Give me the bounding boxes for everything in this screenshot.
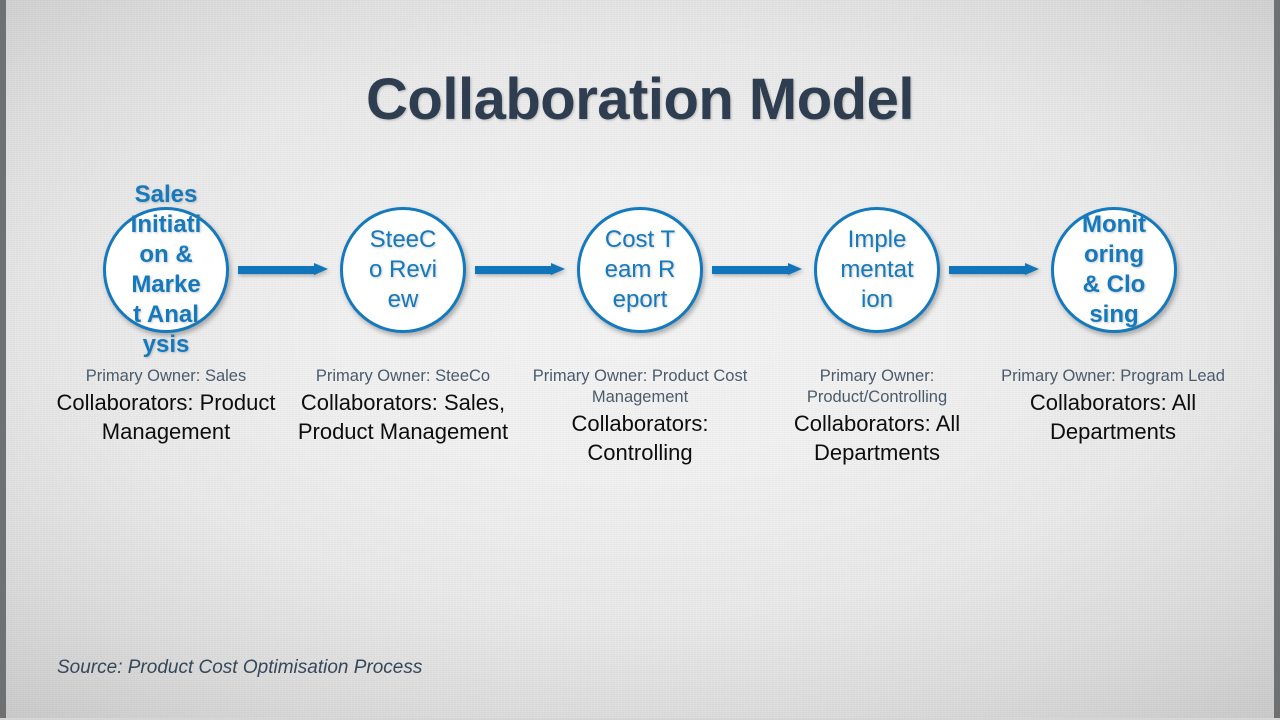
arrow-right-icon-3	[712, 263, 802, 276]
caption-2: Primary Owner: SteeCo Collaborators: Sal…	[283, 366, 523, 446]
collaborators-5: Collaborators: All Departments	[1029, 390, 1197, 444]
flow-circle-5	[1051, 207, 1177, 333]
flow-circle-4	[814, 207, 940, 333]
arrow-right-icon-1	[238, 263, 328, 276]
flow-node-4[interactable]: Implementation	[814, 207, 940, 333]
flow-circle-2	[340, 207, 466, 333]
slide-left-border	[0, 0, 6, 720]
caption-1: Primary Owner: Sales Collaborators: Prod…	[46, 366, 286, 446]
caption-5: Primary Owner: Program Lead Collaborator…	[993, 366, 1233, 446]
flow-node-5[interactable]: Monitoring & Closing	[1051, 207, 1177, 333]
slide-right-border	[1274, 0, 1280, 720]
primary-owner-5: Primary Owner: Program Lead	[1001, 367, 1225, 385]
source-note: Source: Product Cost Optimisation Proces…	[57, 657, 423, 678]
flow-node-1[interactable]: Sales Initiation & Market Analysis	[103, 181, 229, 358]
primary-owner-4: Primary Owner: Product/Controlling	[806, 367, 948, 406]
process-flow-diagram: Sales Initiation & Market Analysis SteeC…	[0, 181, 1280, 358]
flow-node-3[interactable]: Cost Team Report	[577, 207, 703, 333]
page-title: Collaboration Model	[366, 67, 914, 132]
collaborators-1: Collaborators: Product Management	[56, 390, 276, 444]
flow-node-2[interactable]: SteeCo Review	[340, 207, 466, 333]
primary-owner-3: Primary Owner: Product Cost Management	[532, 367, 748, 406]
collaborators-3: Collaborators: Controlling	[571, 411, 709, 465]
caption-4: Primary Owner: Product/Controlling Colla…	[757, 366, 997, 467]
collaborators-4: Collaborators: All Departments	[793, 411, 961, 465]
arrow-right-icon-4	[949, 263, 1039, 276]
flow-circle-3	[577, 207, 703, 333]
slide-bottom-border	[0, 718, 1280, 720]
flow-circle-1	[103, 207, 229, 333]
caption-3: Primary Owner: Product Cost Management C…	[520, 366, 760, 467]
collaborators-2: Collaborators: Sales, Product Management	[297, 390, 509, 444]
arrow-right-icon-2	[475, 263, 565, 276]
primary-owner-2: Primary Owner: SteeCo	[315, 367, 491, 385]
primary-owner-1: Primary Owner: Sales	[85, 367, 247, 385]
